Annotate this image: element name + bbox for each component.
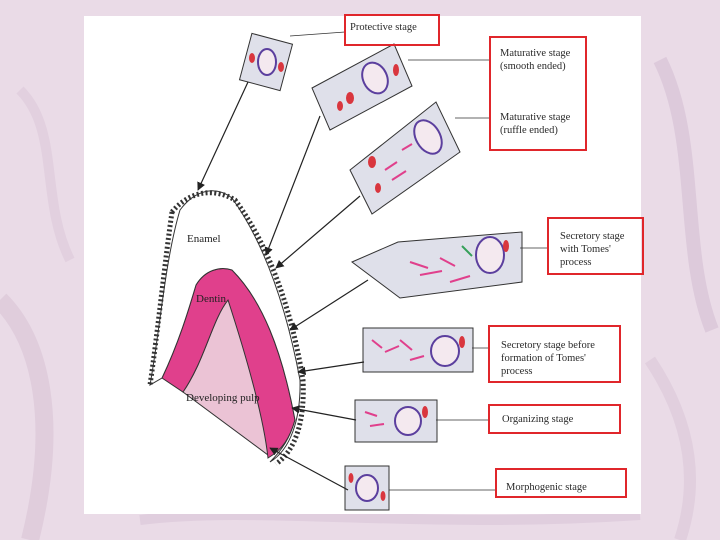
secretory-before-label-line3: process: [501, 366, 533, 377]
morphogenic-stage-box: [495, 468, 627, 498]
stage-arrows: [197, 81, 369, 491]
protective-stage-box: [344, 14, 440, 46]
enamel-region: [149, 190, 301, 463]
organizing-stage-cell: [354, 399, 438, 443]
maturative-smooth-label-line1: Maturative stage: [500, 48, 571, 59]
organizing-stage-box: [488, 404, 621, 434]
ameloblast-layer: [170, 190, 306, 467]
maturative-ruffle-label-line1: Maturative stage: [500, 112, 571, 123]
secretory-before-label-line2: formation of Tomes': [501, 353, 586, 364]
dentin-label: Dentin: [196, 293, 226, 305]
secretory-tomes-label-line1: Secretory stage: [560, 231, 625, 242]
secretory-tomes-label-line3: process: [560, 257, 592, 268]
secretory-tomes-box: [547, 217, 644, 275]
label-leader-lines: [289, 31, 548, 491]
secretory-before-cell: [362, 327, 474, 373]
protective-stage-cell: [238, 32, 294, 92]
secretory-tomes-label-line2: with Tomes': [560, 244, 611, 255]
maturative-ruffle-label-line2: (ruffle ended): [500, 125, 558, 136]
secretory-tomes-cell: [351, 231, 523, 299]
maturative-smooth-cell: [311, 43, 413, 131]
maturative-smooth-label-line2: (smooth ended): [500, 61, 566, 72]
organizing-stage-label: Organizing stage: [502, 414, 574, 425]
morphogenic-stage-cell: [344, 465, 390, 511]
tooth-section: [147, 190, 306, 467]
secretory-before-box: [488, 325, 621, 383]
maturative-stages-box: [489, 36, 587, 151]
morphogenic-stage-label: Morphogenic stage: [506, 482, 587, 493]
enamel-label: Enamel: [187, 233, 221, 245]
protective-stage-label: Protective stage: [350, 22, 417, 33]
maturative-ruffle-cell: [349, 101, 461, 215]
secretory-before-label-line1: Secretory stage before: [501, 340, 595, 351]
pulp-label: Developing pulp: [186, 392, 260, 404]
